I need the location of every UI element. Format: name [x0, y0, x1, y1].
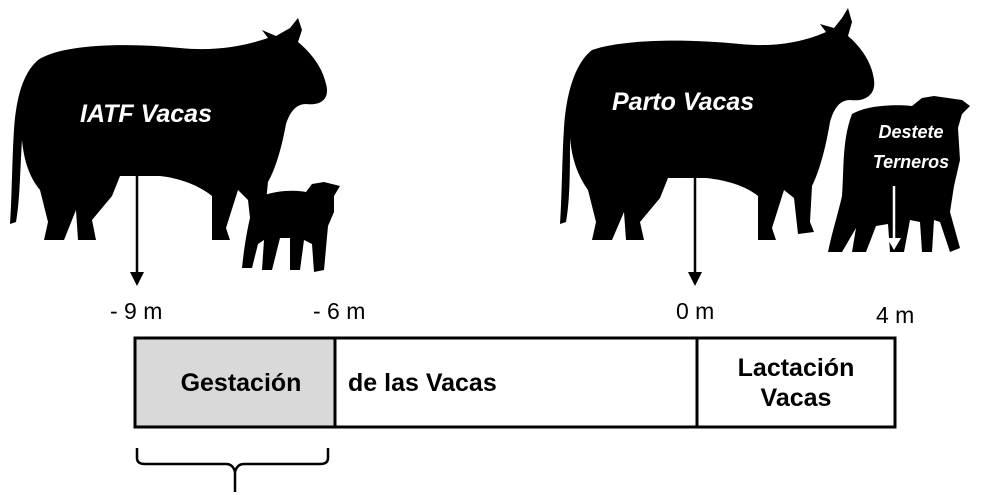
calf-silhouette-right [828, 96, 970, 252]
arrow-parto [688, 176, 702, 286]
curly-brace [135, 448, 330, 492]
label-destete: Destete [878, 122, 944, 142]
segment-vacas-label: de las Vacas [348, 368, 497, 397]
timeline-bar [133, 336, 897, 429]
cow-silhouette-right [560, 8, 875, 240]
calf-silhouette-left [242, 182, 340, 272]
arrow-iatf [130, 176, 144, 286]
label-iatf-vacas: IATF Vacas [80, 100, 212, 128]
segment-lactacion-line1: Lactación [737, 353, 855, 382]
tick-four: 4 m [876, 302, 915, 328]
label-parto-vacas: Parto Vacas [612, 88, 755, 116]
cow-silhouette-left [10, 18, 328, 240]
arrow-destete [887, 186, 901, 250]
segment-gestacion-shaded [135, 338, 335, 427]
tick-minus-9: - 9 m [110, 298, 163, 324]
segment-lactacion-line2: Vacas [760, 383, 832, 412]
segment-gestacion-label: Gestación [180, 368, 302, 397]
tick-zero: 0 m [676, 298, 715, 324]
tick-minus-6: - 6 m [313, 298, 366, 324]
label-terneros: Terneros [872, 152, 950, 172]
segment-lactacion-label: Lactación Vacas [698, 338, 894, 427]
